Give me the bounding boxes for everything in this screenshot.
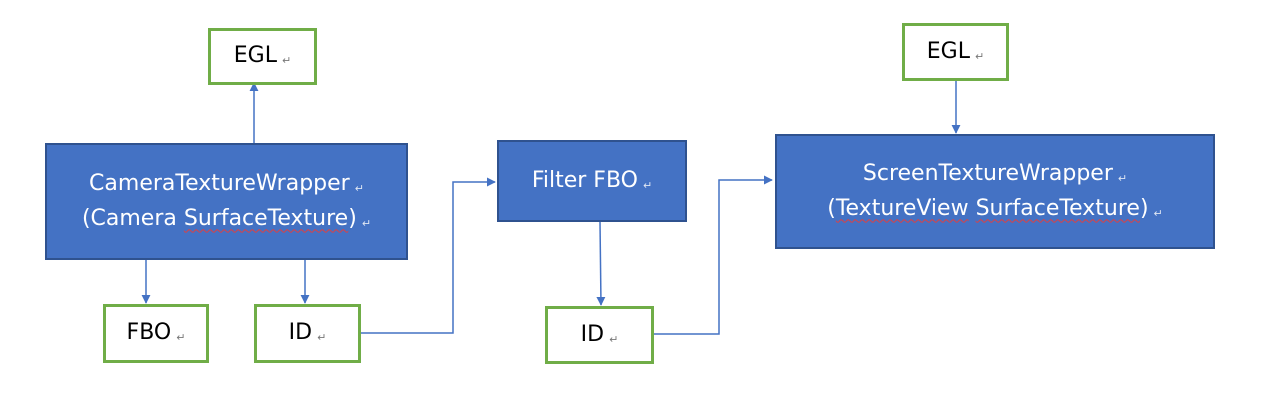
paragraph-mark-icon: ↵	[282, 54, 292, 68]
screen-wrapper-subtitle-textureview: TextureView	[835, 195, 969, 221]
fbo-label: FBO	[126, 320, 172, 346]
paragraph-mark-icon: ↵	[1153, 206, 1163, 220]
filter-fbo-node: Filter FBO ↵	[497, 140, 687, 222]
arrow-filter-to-id	[596, 221, 606, 306]
paragraph-mark-icon: ↵	[975, 49, 985, 63]
camera-wrapper-subtitle-open: (Camera	[81, 205, 184, 231]
paragraph-mark-icon: ↵	[1117, 172, 1128, 186]
id-left-label: ID	[288, 320, 313, 346]
id-box-left: ID ↵	[254, 304, 361, 363]
egl-right-label: EGL	[926, 38, 970, 64]
camera-texture-wrapper-node: CameraTextureWrapper ↵ (Camera SurfaceTex…	[45, 143, 408, 260]
filter-fbo-label: Filter FBO	[531, 167, 638, 193]
fbo-box: FBO ↵	[103, 304, 209, 363]
id-middle-label: ID	[580, 321, 605, 347]
camera-wrapper-subtitle-surfacetexture: SurfaceTexture	[183, 205, 349, 231]
screen-wrapper-subtitle-surfacetexture: SurfaceTexture	[975, 195, 1140, 221]
egl-left-label: EGL	[233, 43, 277, 69]
paragraph-mark-icon: ↵	[354, 182, 364, 196]
id-box-middle: ID ↵	[545, 306, 654, 364]
arrow-id-to-filter	[361, 177, 496, 334]
paragraph-mark-icon: ↵	[642, 178, 653, 192]
egl-box-right: EGL ↵	[902, 23, 1009, 81]
paragraph-mark-icon: ↵	[609, 332, 619, 346]
screen-wrapper-subtitle-open: (	[827, 195, 836, 221]
egl-box-left: EGL ↵	[208, 28, 317, 85]
paragraph-mark-icon: ↵	[317, 331, 327, 345]
arrow-id-to-screen	[654, 175, 773, 335]
paragraph-mark-icon: ↵	[361, 216, 372, 230]
screen-wrapper-subtitle-space	[969, 196, 976, 221]
screen-wrapper-subtitle-close: )	[1139, 195, 1149, 221]
paragraph-mark-icon: ↵	[176, 331, 186, 345]
camera-wrapper-title: CameraTextureWrapper	[89, 171, 350, 197]
screen-wrapper-title: ScreenTextureWrapper	[862, 161, 1113, 187]
camera-wrapper-subtitle-close: )	[348, 205, 357, 231]
screen-texture-wrapper-node: ScreenTextureWrapper ↵ (TextureView Surfa…	[775, 134, 1215, 249]
